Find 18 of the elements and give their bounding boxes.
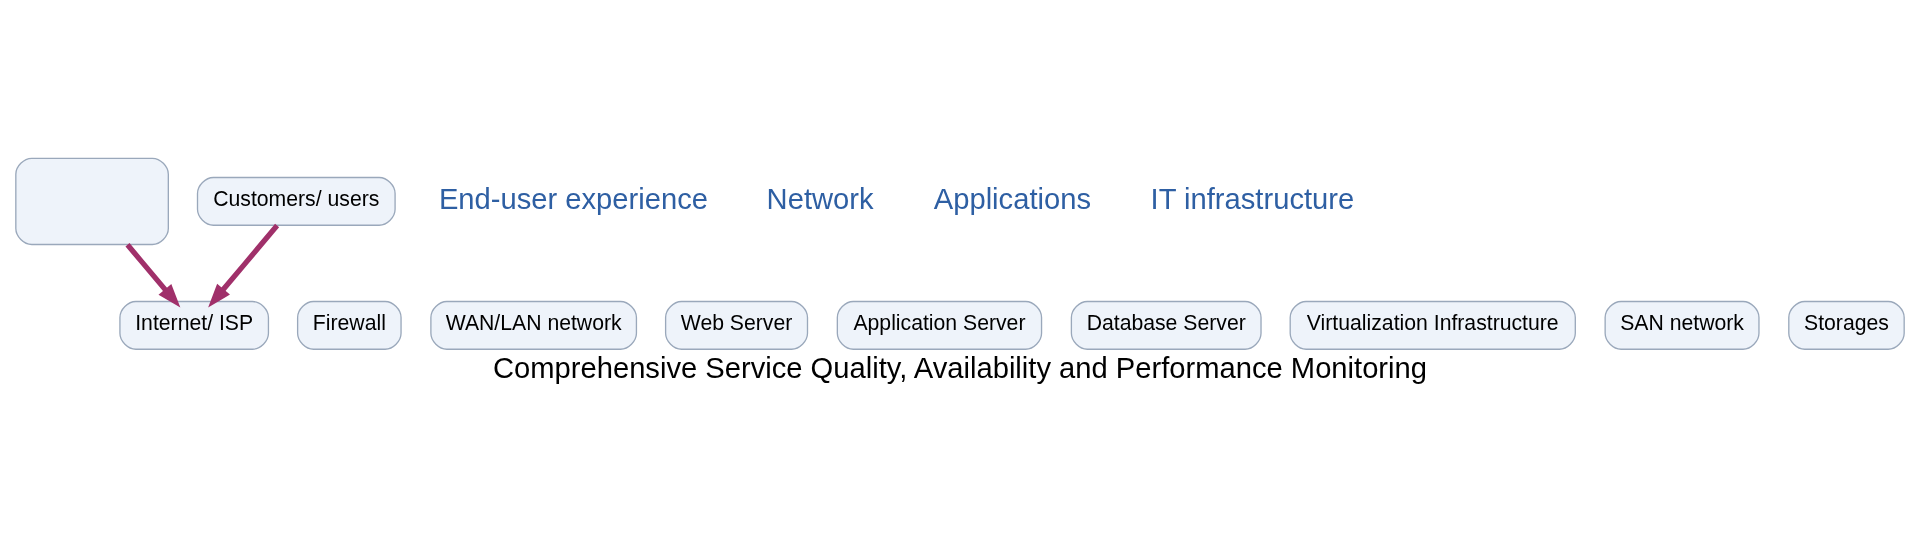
label: Applications [933, 182, 1091, 215]
arrow [208, 223, 280, 308]
node-box: Firewall [296, 300, 402, 350]
node-box: Internet/ ISP [119, 300, 270, 350]
label: IT infrastructure [1150, 182, 1355, 215]
node-box [15, 157, 169, 246]
label: Network [766, 182, 874, 215]
node-box: Storages [1788, 300, 1905, 350]
caption: Comprehensive Service Quality, Availability and Performance Monitoring [493, 351, 1427, 384]
node-box: WAN/LAN network [430, 300, 638, 350]
arrow [125, 243, 181, 308]
node-box: Application Server [836, 300, 1043, 350]
node-box: Database Server [1070, 300, 1262, 350]
label: End-user experience [438, 182, 708, 215]
node-box: Web Server [664, 300, 809, 350]
node-box: SAN network [1604, 300, 1760, 350]
node-box: Virtualization Infrastructure [1289, 300, 1576, 350]
node-box: Customers/ users [196, 176, 396, 226]
